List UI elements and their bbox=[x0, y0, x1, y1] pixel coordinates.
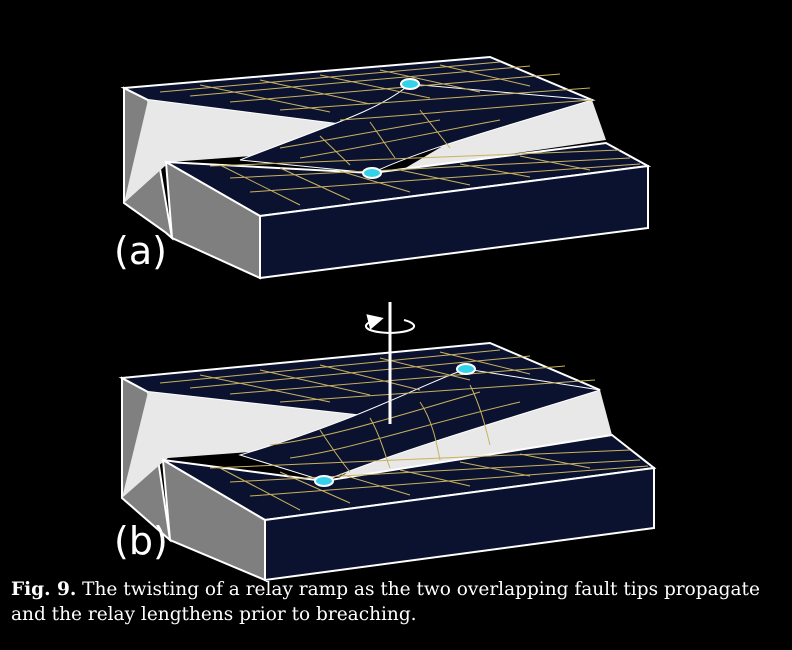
block-side-face-b bbox=[161, 458, 266, 582]
figure-caption: Fig. 9. The twisting of a relay ramp as … bbox=[11, 577, 786, 627]
panel-label-a: (a) bbox=[114, 229, 167, 273]
fault-tip-marker-lower-b bbox=[314, 475, 334, 487]
panel-label-b: (b) bbox=[114, 519, 168, 563]
figure-label: Fig. 9. bbox=[11, 579, 77, 600]
fault-scarp-b bbox=[122, 392, 400, 498]
fault-scarp-b2 bbox=[336, 390, 612, 480]
block-side-face-a bbox=[164, 160, 261, 280]
fault-tip-marker-upper-a bbox=[400, 78, 420, 90]
grid-lines-b bbox=[159, 349, 649, 511]
block-diagram-b: (b) bbox=[114, 302, 657, 582]
grid-lines-a bbox=[159, 61, 641, 206]
rotation-arrow-icon bbox=[365, 314, 415, 335]
fault-scarp-b-a bbox=[402, 100, 606, 170]
fault-tip-marker-lower-a bbox=[362, 167, 382, 179]
fault-tip-marker-upper-b bbox=[456, 363, 476, 375]
caption-text: The twisting of a relay ramp as the two … bbox=[11, 579, 760, 625]
block-diagram-a: (a) bbox=[114, 55, 652, 280]
